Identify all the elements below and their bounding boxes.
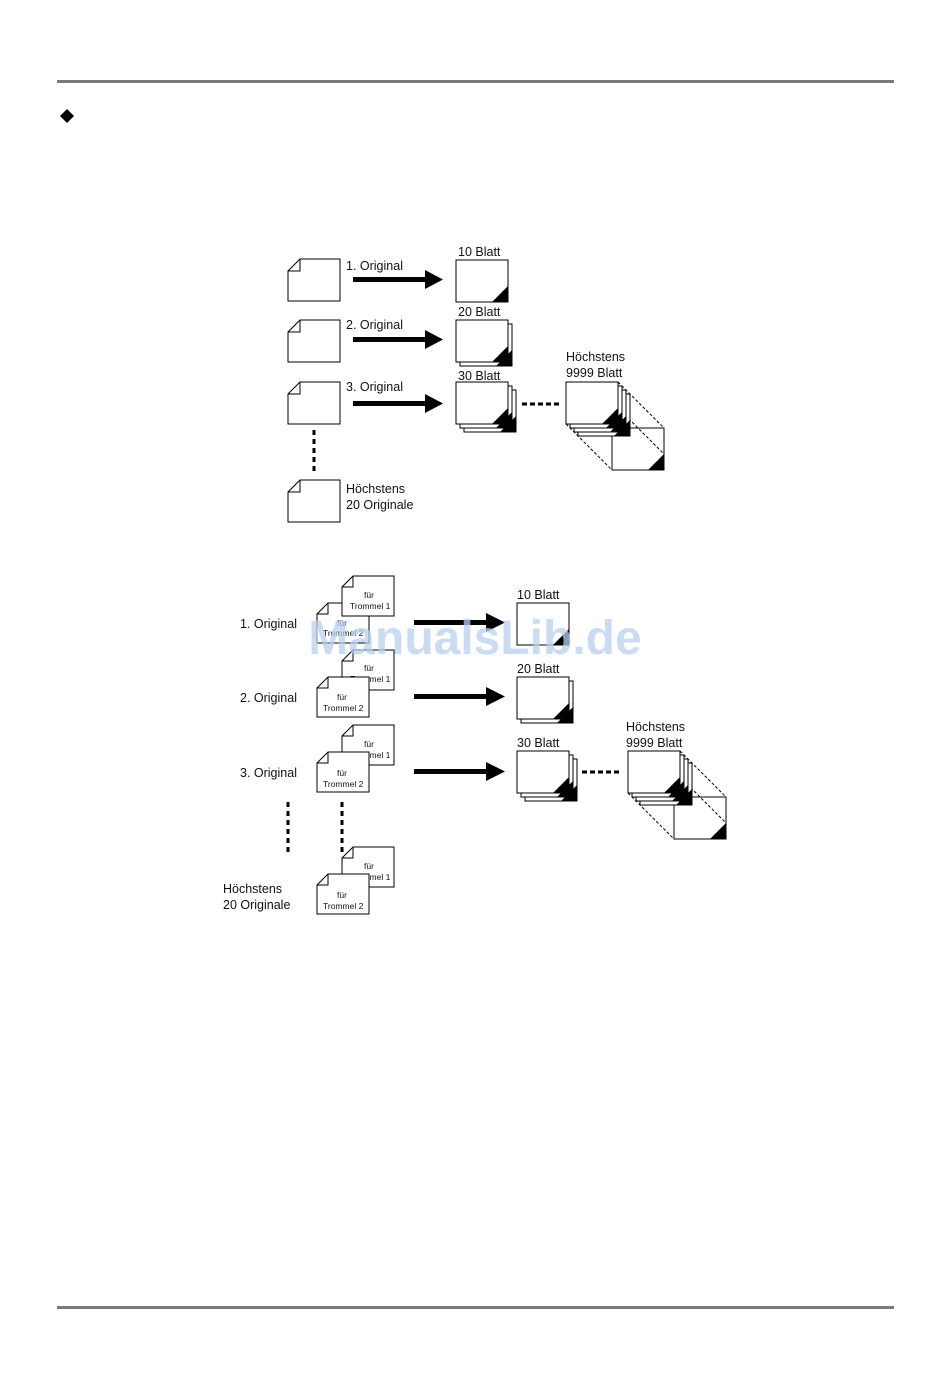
original-sheet-3	[287, 381, 341, 425]
output-max-label-1: Höchstens	[566, 350, 625, 364]
svg-text:für: für	[337, 768, 347, 778]
arrow-right-icon	[353, 270, 443, 289]
svg-text:Trommel 2: Trommel 2	[323, 628, 364, 638]
originals-max-label-1: Höchstens	[346, 482, 405, 496]
copy-stack-1	[455, 259, 509, 303]
output-label-1: 10 Blatt	[458, 245, 501, 259]
original-pair-3: für Trommel 1 für Trommel 2	[316, 724, 395, 793]
svg-text:für: für	[337, 692, 347, 702]
bottom-rule	[57, 1306, 894, 1309]
arrow-right-icon	[414, 687, 505, 706]
svg-text:Trommel 1: Trommel 1	[350, 872, 391, 882]
original-label-1: 1. Original	[240, 617, 297, 631]
svg-text:Trommel 1: Trommel 1	[350, 601, 391, 611]
output-label-2: 20 Blatt	[517, 662, 560, 676]
original-pair-max: für Trommel 1 für Trommel 2	[316, 846, 395, 915]
original-label-2: 2. Original	[346, 318, 403, 332]
copy-stack-2	[516, 676, 574, 724]
original-sheet-max	[287, 479, 341, 523]
arrow-right-icon	[414, 762, 505, 781]
svg-text:Trommel 1: Trommel 1	[350, 674, 391, 684]
output-max-label-2: 9999 Blatt	[566, 366, 623, 380]
output-label-2: 20 Blatt	[458, 305, 501, 319]
output-max-label-2: 9999 Blatt	[626, 736, 683, 750]
svg-text:für: für	[337, 618, 347, 628]
original-label-3: 3. Original	[240, 766, 297, 780]
copy-stack-3	[455, 381, 517, 433]
diagram-1: 1. Original 2. Original 3. Original Höch…	[287, 245, 665, 523]
original-pair-1: für Trommel 2 für Trommel 1	[316, 575, 395, 644]
output-max-label-1: Höchstens	[626, 720, 685, 734]
original-sheet-1	[287, 258, 341, 302]
copy-stack-max	[627, 750, 727, 840]
diamond-bullet-icon	[60, 109, 74, 123]
copy-stack-max	[565, 381, 665, 471]
output-label-1: 10 Blatt	[517, 588, 560, 602]
arrow-right-icon	[353, 394, 443, 413]
watermark: ManualsLib.de	[308, 612, 641, 665]
diagram-2: 1. Original für Trommel 2 für Trommel 1 …	[223, 575, 727, 915]
svg-text:für: für	[364, 590, 374, 600]
original-label-1: 1. Original	[346, 259, 403, 273]
original-sheet-2	[287, 319, 341, 363]
arrow-right-icon	[414, 613, 505, 632]
svg-text:Trommel 1: Trommel 1	[350, 750, 391, 760]
svg-text:für: für	[364, 663, 374, 673]
svg-text:für: für	[337, 890, 347, 900]
arrow-right-icon	[353, 330, 443, 349]
original-label-3: 3. Original	[346, 380, 403, 394]
original-pair-2: für Trommel 1 für Trommel 2	[316, 649, 395, 718]
original-label-2: 2. Original	[240, 691, 297, 705]
originals-max-label-2: 20 Originale	[346, 498, 413, 512]
top-rule	[57, 80, 894, 83]
copy-stack-2	[455, 319, 513, 367]
output-label-3: 30 Blatt	[517, 736, 560, 750]
svg-text:Trommel 2: Trommel 2	[323, 901, 364, 911]
originals-max-label-2: 20 Originale	[223, 898, 290, 912]
copy-stack-3	[516, 750, 578, 802]
originals-max-label-1: Höchstens	[223, 882, 282, 896]
svg-text:Trommel 2: Trommel 2	[323, 779, 364, 789]
svg-text:für: für	[364, 861, 374, 871]
svg-text:Trommel 2: Trommel 2	[323, 703, 364, 713]
output-label-3: 30 Blatt	[458, 369, 501, 383]
svg-text:für: für	[364, 739, 374, 749]
